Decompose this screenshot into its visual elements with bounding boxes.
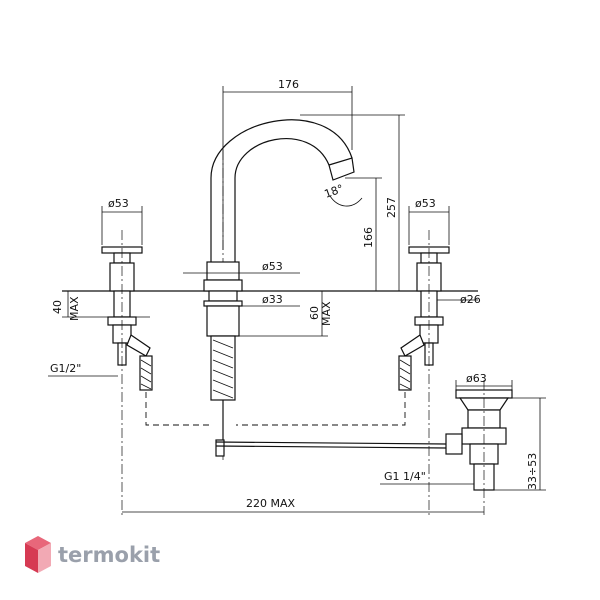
dim-total-height: 257: [385, 197, 398, 218]
dim-spout-angle: 18°: [323, 182, 346, 201]
dim-spout-deck-max-unit: MAX: [320, 301, 333, 326]
dim-spout-height: 166: [362, 227, 375, 248]
dim-shank-dia: ø33: [262, 293, 283, 306]
dim-deck-thickness: 40: [51, 300, 64, 314]
drain-assembly: [445, 380, 513, 515]
supply-hose-right: [236, 392, 406, 426]
dim-body-dia: ø53: [262, 260, 283, 273]
dim-inlet-thread: G1/2": [50, 362, 81, 375]
spout-body: [203, 261, 243, 457]
dim-drain-thread: G1 1/4": [384, 470, 426, 483]
dim-spout-deck-max: 60: [308, 306, 321, 320]
logo: termokit: [25, 536, 160, 573]
logo-text: termokit: [58, 543, 160, 567]
dim-spread-max: 220 MAX: [246, 497, 296, 510]
supply-hose-left: [145, 392, 212, 426]
popup-rod: [215, 441, 447, 445]
dim-drain-range: 33÷53: [526, 453, 539, 490]
dim-spout-reach: 176: [278, 78, 299, 91]
right-handle-valve: [398, 230, 450, 515]
left-handle-valve: [101, 230, 153, 515]
dim-deck-thickness-unit: MAX: [68, 296, 81, 321]
dim-handle-dia-right: ø53: [415, 197, 436, 210]
dim-valve-dia: ø26: [460, 293, 481, 306]
dim-handle-dia-left: ø53: [108, 197, 129, 210]
dim-drain-flange-dia: ø63: [466, 372, 487, 385]
